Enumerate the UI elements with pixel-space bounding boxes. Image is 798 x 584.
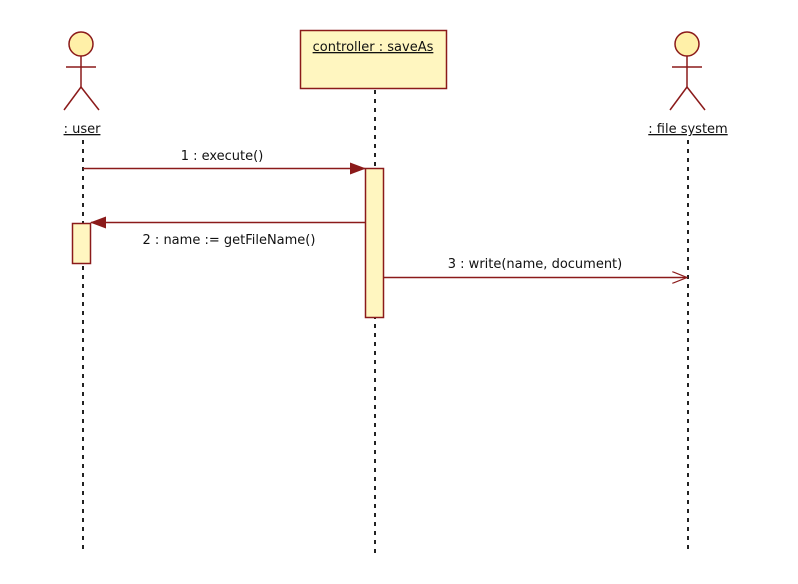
controller-activation-bar	[364, 167, 385, 319]
message-1-label: 1 : execute()	[181, 149, 264, 164]
file-system-label: : file system	[648, 122, 727, 137]
file-system-actor-icon	[669, 31, 706, 111]
user-label: : user	[64, 122, 102, 137]
controller-label: controller : saveAs	[313, 40, 434, 55]
message-3-label: 3 : write(name, document)	[448, 257, 622, 272]
message-2-label: 2 : name := getFileName()	[143, 233, 316, 248]
user-actor-icon	[63, 31, 100, 111]
user-activation-bar	[71, 222, 92, 265]
controller-object-box	[299, 29, 448, 90]
